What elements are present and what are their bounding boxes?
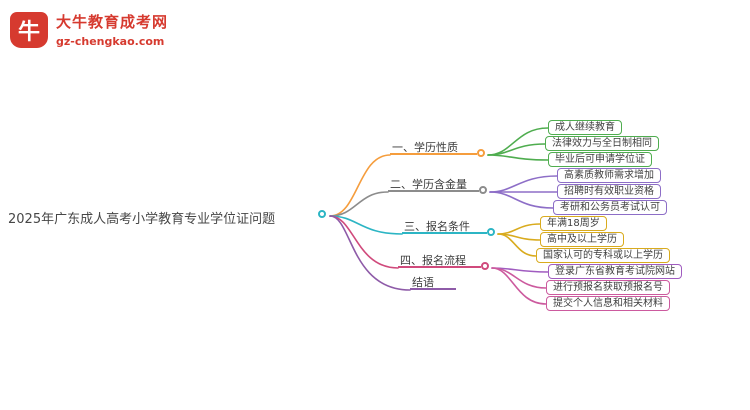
leaf-node[interactable]: 提交个人信息和相关材料: [546, 296, 670, 311]
leaf-node[interactable]: 登录广东省教育考试院网站: [548, 264, 682, 279]
branch-education-value[interactable]: 二、学历含金量: [388, 176, 479, 192]
branch-conclusion[interactable]: 结语: [410, 274, 456, 290]
root-node-circle[interactable]: [318, 210, 326, 218]
branch3-leaf-connectors: [497, 223, 541, 257]
logo-title: 大牛教育成考网: [56, 13, 169, 31]
leaf-node[interactable]: 国家认可的专科或以上学历: [536, 248, 670, 263]
root-branch-connectors: [329, 154, 411, 291]
branch4-leaf-connectors: [491, 267, 549, 305]
branch-registration-requirements-circle[interactable]: [487, 228, 495, 236]
bull-icon: 牛: [10, 12, 48, 48]
branch-education-nature-circle[interactable]: [477, 149, 485, 157]
branch-registration-process-circle[interactable]: [481, 262, 489, 270]
leaf-node[interactable]: 高中及以上学历: [540, 232, 624, 247]
site-logo[interactable]: 牛 大牛教育成考网 gz-chengkao.com: [10, 12, 168, 48]
branch-education-nature[interactable]: 一、学历性质: [390, 139, 477, 155]
branch-registration-requirements[interactable]: 三、报名条件: [402, 218, 487, 234]
leaf-node[interactable]: 考研和公务员考试认可: [553, 200, 667, 215]
branch-education-value-circle[interactable]: [479, 186, 487, 194]
leaf-node[interactable]: 成人继续教育: [548, 120, 622, 135]
leaf-node[interactable]: 年满18周岁: [540, 216, 607, 231]
logo-subtitle: gz-chengkao.com: [56, 35, 165, 48]
leaf-node[interactable]: 高素质教师需求增加: [557, 168, 661, 183]
branch2-leaf-connectors: [489, 175, 558, 209]
branch1-leaf-connectors: [487, 127, 549, 161]
leaf-node[interactable]: 进行预报名获取预报名号: [546, 280, 670, 295]
branch-registration-process[interactable]: 四、报名流程: [398, 252, 481, 268]
leaf-node[interactable]: 招聘时有效职业资格: [557, 184, 661, 199]
root-topic-label[interactable]: 2025年广东成人高考小学教育专业学位证问题: [8, 212, 276, 227]
logo-text: 大牛教育成考网 gz-chengkao.com: [56, 12, 168, 48]
leaf-node[interactable]: 法律效力与全日制相同: [545, 136, 659, 151]
leaf-node[interactable]: 毕业后可申请学位证: [548, 152, 652, 167]
